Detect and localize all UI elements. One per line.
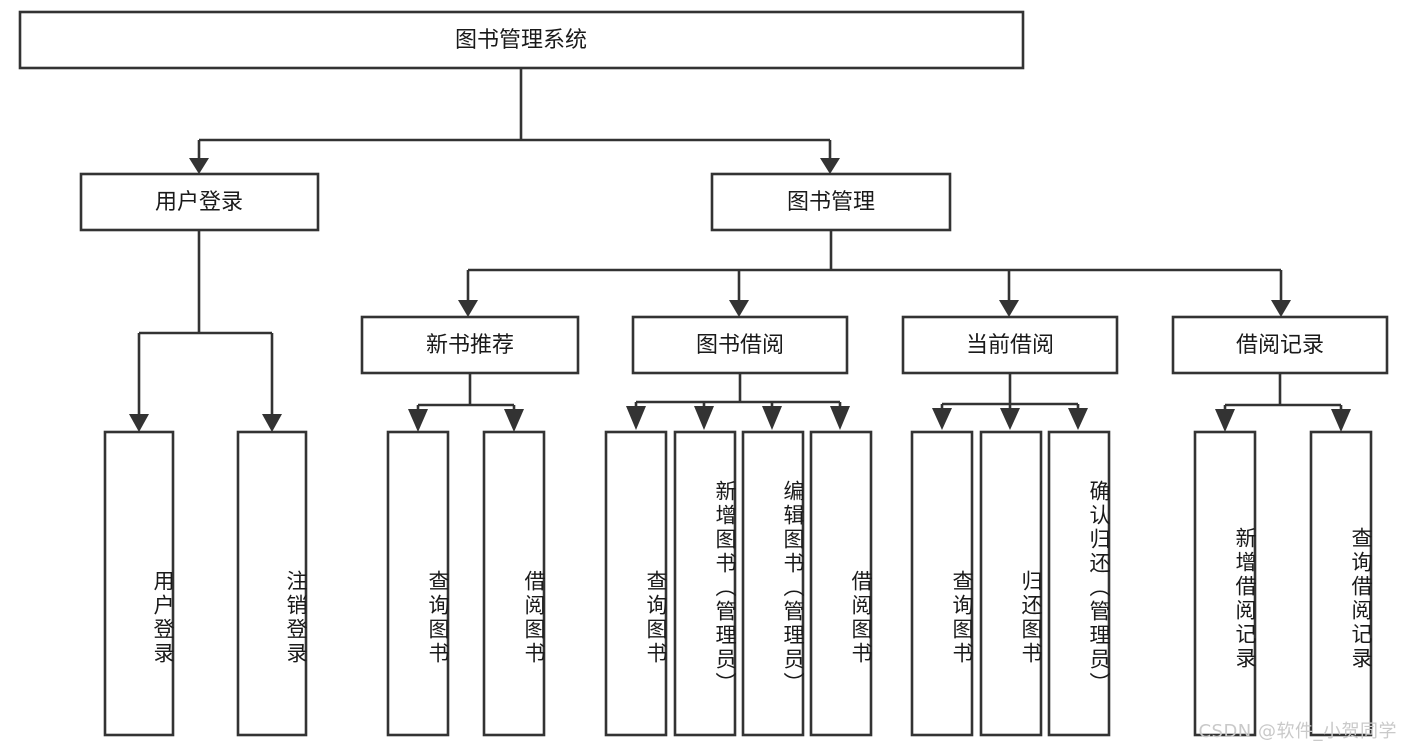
leaf-box-borrow-edit[interactable] <box>741 430 805 737</box>
leaf-box-record-query[interactable] <box>1309 430 1373 737</box>
node-current-borrow-label: 当前借阅 <box>966 333 1054 358</box>
arrowhead-bookmgmt-to-record <box>1271 300 1291 317</box>
arrowhead-root-to-bookmgmt <box>820 158 840 174</box>
node-new-book-recommend-box[interactable] <box>360 315 580 375</box>
arrowhead-userlogin-leaf2 <box>262 414 282 432</box>
arrowhead-borrow-leaf2 <box>694 406 714 430</box>
node-borrow-record-label: 借阅记录 <box>1236 333 1324 358</box>
node-book-borrow-label: 图书借阅 <box>696 333 784 358</box>
node-book-management-box[interactable] <box>710 172 952 232</box>
arrowhead-root-to-userlogin <box>189 158 209 174</box>
leaf-box-newbook-borrow[interactable] <box>482 430 546 737</box>
node-current-borrow-box[interactable] <box>901 315 1119 375</box>
watermark-text: CSDN @软件_小贺同学 <box>1198 721 1397 742</box>
node-book-management-label: 图书管理 <box>787 190 875 215</box>
arrowhead-current-leaf1 <box>932 408 952 430</box>
leaf-box-borrow-lend[interactable] <box>809 430 873 737</box>
arrowhead-record-leaf2 <box>1331 409 1351 432</box>
arrowhead-current-leaf2 <box>1000 408 1020 430</box>
leaf-box-borrow-add[interactable] <box>673 430 737 737</box>
arrowhead-bookmgmt-to-newbook <box>458 300 478 317</box>
leaf-box-current-return[interactable] <box>979 430 1043 737</box>
leaf-box-current-query[interactable] <box>910 430 974 737</box>
node-new-book-recommend-label: 新书推荐 <box>426 333 514 358</box>
leaf-box-user-logout[interactable] <box>236 430 308 737</box>
arrowhead-bookmgmt-to-borrow <box>729 300 749 317</box>
arrowhead-current-leaf3 <box>1068 408 1088 430</box>
leaf-box-user-login[interactable] <box>103 430 175 737</box>
node-root-label: 图书管理系统 <box>455 28 587 53</box>
leaf-box-record-add[interactable] <box>1193 430 1257 737</box>
arrowhead-bookmgmt-to-current <box>999 300 1019 317</box>
arrowhead-borrow-leaf1 <box>626 406 646 430</box>
arrowhead-borrow-leaf4 <box>830 406 850 430</box>
node-user-login-label: 用户登录 <box>155 190 243 215</box>
node-borrow-record-box[interactable] <box>1171 315 1389 375</box>
arrowhead-newbook-leaf1 <box>408 409 428 432</box>
arrowhead-record-leaf1 <box>1215 409 1235 432</box>
arrowhead-userlogin-leaf1 <box>129 414 149 432</box>
node-book-borrow-box[interactable] <box>631 315 849 375</box>
arrowhead-newbook-leaf2 <box>504 409 524 432</box>
arrowhead-borrow-leaf3 <box>762 406 782 430</box>
leaf-box-borrow-query[interactable] <box>604 430 668 737</box>
leaf-box-newbook-query[interactable] <box>386 430 450 737</box>
leaf-box-current-confirm[interactable] <box>1047 430 1111 737</box>
node-root-box[interactable] <box>18 10 1025 70</box>
